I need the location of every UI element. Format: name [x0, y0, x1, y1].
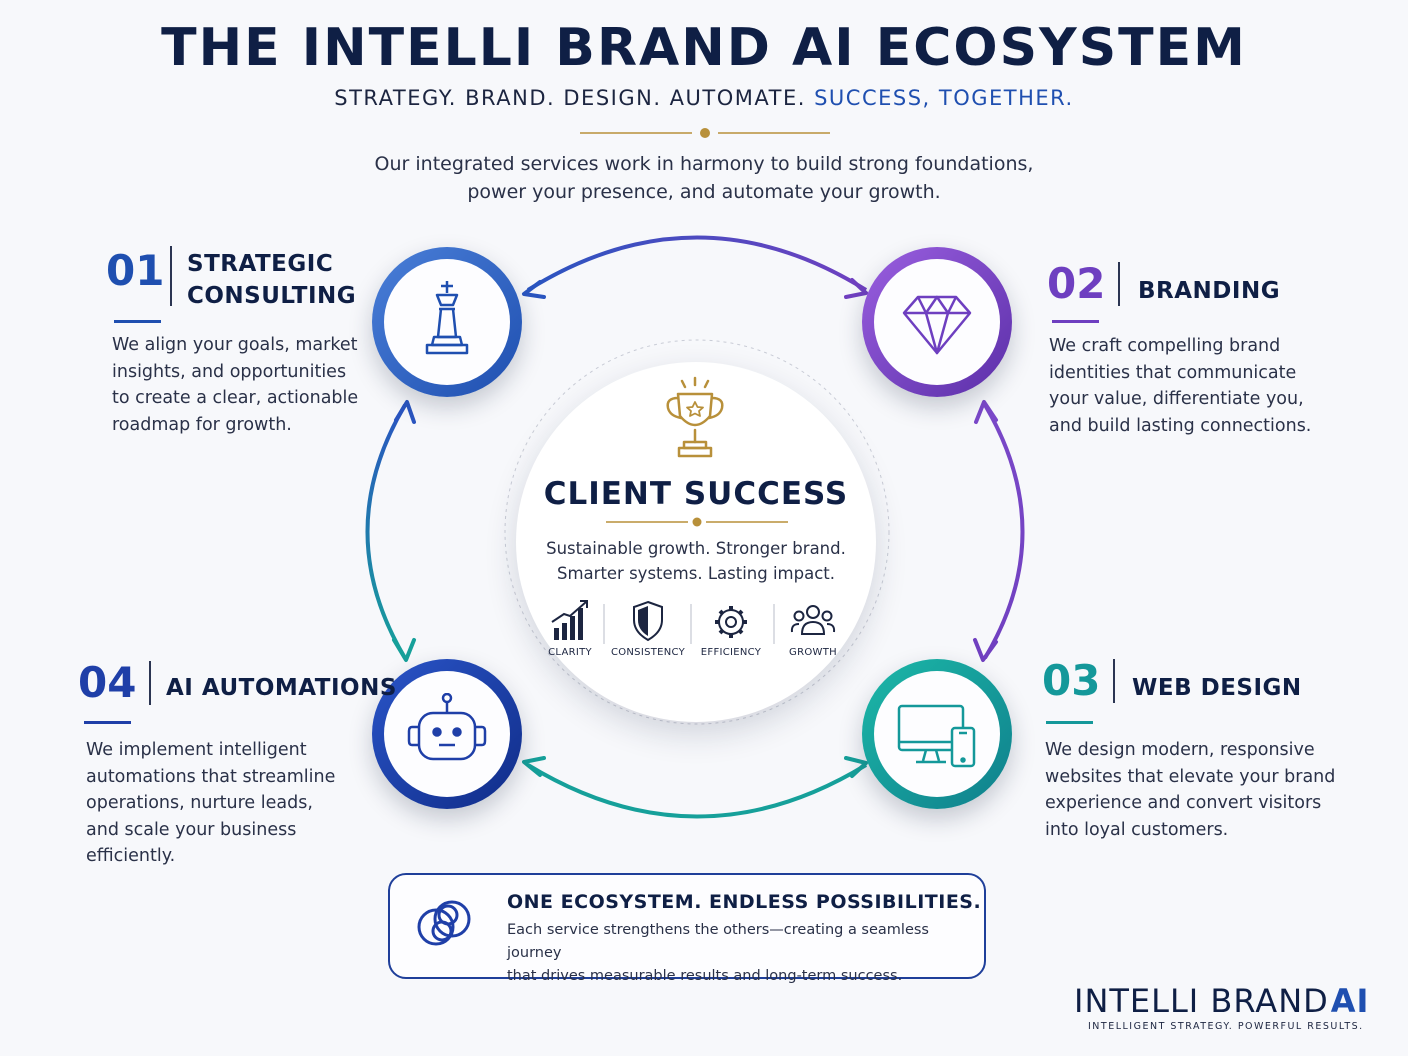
separator	[1113, 659, 1115, 703]
desc-line: to create a clear, actionable	[112, 388, 359, 408]
desc-line: operations, nurture leads,	[86, 793, 313, 813]
service-title-branding: BRANDING	[1138, 278, 1281, 304]
desc-line: We implement intelligent	[86, 740, 307, 760]
desc-line: We design modern, responsive	[1045, 740, 1315, 760]
client-success-hub	[516, 362, 876, 722]
node-branding	[862, 247, 1012, 397]
shield-icon	[633, 600, 663, 642]
client-success-divider	[606, 517, 788, 527]
node-web-design	[862, 659, 1012, 809]
client-success-subtitle: Sustainable growth. Stronger brand. Smar…	[516, 536, 876, 586]
gear-icon	[715, 606, 747, 638]
service-desc-ai-automations: We implement intelligent automations tha…	[86, 737, 335, 870]
banner-title: ONE ECOSYSTEM. ENDLESS POSSIBILITIES.	[507, 891, 982, 913]
diamond-icon	[902, 295, 972, 355]
service-desc-branding: We craft compelling brand identities tha…	[1049, 333, 1311, 439]
bar-chart-icon	[551, 600, 588, 640]
arc-consulting-branding	[526, 235, 868, 292]
desc-line: experience and convert visitors	[1045, 793, 1322, 813]
desc-line: into loyal customers.	[1045, 819, 1229, 840]
separator	[170, 246, 172, 306]
pillar-label: EFFICIENCY	[700, 647, 762, 658]
service-number: 02	[1047, 259, 1106, 308]
intro-line: Our integrated services work in harmony …	[374, 153, 1034, 175]
desc-line: identities that communicate	[1049, 362, 1297, 383]
service-title-web-design: WEB DESIGN	[1132, 675, 1302, 701]
ecosystem-banner	[388, 873, 986, 979]
header-divider	[580, 128, 830, 138]
service-desc-web-design: We design modern, responsive websites th…	[1045, 737, 1335, 843]
service-number: 04	[78, 658, 137, 707]
desc-line: efficiently.	[86, 846, 176, 866]
banner-line: Each service strengthens the others—crea…	[507, 922, 929, 961]
desc-line: insights, and opportunities	[112, 361, 347, 382]
accent-underline	[114, 320, 161, 323]
service-desc-strategic-consulting: We align your goals, market insights, an…	[112, 332, 358, 438]
tagline-main: STRATEGY. BRAND. DESIGN. AUTOMATE.	[334, 86, 806, 110]
accent-underline	[84, 721, 131, 724]
chess-king-icon	[425, 281, 469, 355]
people-icon	[790, 605, 836, 635]
arc-branding-webdesign	[983, 403, 1025, 660]
desc-line: and build lasting connections.	[1049, 415, 1312, 436]
desc-line: We craft compelling brand	[1049, 336, 1281, 356]
accent-underline	[1046, 721, 1093, 724]
pillar-label: CONSISTENCY	[610, 647, 686, 658]
node-ai-automations	[372, 659, 522, 809]
title-line: CONSULTING	[187, 283, 357, 309]
desc-line: automations that streamline	[86, 766, 336, 787]
brand-logo: INTELLI BRANDAI	[1074, 982, 1369, 1020]
arc-automations-webdesign	[526, 763, 868, 819]
service-title-strategic-consulting: STRATEGIC CONSULTING	[187, 248, 356, 312]
page-title: THE INTELLI BRAND AI ECOSYSTEM	[161, 18, 1247, 78]
banner-text: Each service strengthens the others—crea…	[507, 919, 977, 988]
intro-text: Our integrated services work in harmony …	[354, 150, 1054, 206]
pillar-label: GROWTH	[789, 647, 837, 658]
logo-mark: AI	[1330, 982, 1370, 1020]
tagline: STRATEGY. BRAND. DESIGN. AUTOMATE. SUCCE…	[0, 86, 1408, 110]
banner-line: that drives measurable results and long-…	[507, 968, 903, 984]
pillar-label: CLARITY	[548, 647, 592, 658]
desc-line: your value, differentiate you,	[1049, 389, 1304, 409]
logo-tagline: INTELLIGENT STRATEGY. POWERFUL RESULTS.	[1088, 1021, 1364, 1032]
logo-name: INTELLI BRAND	[1074, 982, 1329, 1020]
pillar-icons	[551, 600, 836, 644]
separator	[149, 661, 151, 705]
desc-line: websites that elevate your brand	[1045, 766, 1336, 787]
desc-line: We align your goals, market	[112, 335, 358, 355]
robot-icon	[407, 693, 487, 761]
devices-icon	[897, 704, 976, 768]
service-number: 01	[106, 246, 165, 295]
subtitle-line: Smarter systems. Lasting impact.	[557, 564, 835, 583]
accent-underline	[1052, 320, 1099, 323]
service-title-ai-automations: AI AUTOMATIONS	[166, 675, 397, 701]
intro-line: power your presence, and automate your g…	[467, 181, 941, 203]
subtitle-line: Sustainable growth. Stronger brand.	[546, 539, 846, 558]
arc-consulting-automations	[365, 403, 407, 660]
node-strategic-consulting	[372, 247, 522, 397]
trophy-icon	[666, 376, 724, 458]
service-number: 03	[1042, 656, 1101, 705]
client-success-title: CLIENT SUCCESS	[543, 476, 849, 512]
title-line: STRATEGIC	[187, 251, 334, 277]
desc-line: roadmap for growth.	[112, 414, 292, 435]
interlocked-rings-icon	[417, 900, 471, 946]
desc-line: and scale your business	[86, 819, 297, 840]
separator	[1118, 262, 1120, 306]
tagline-accent: SUCCESS, TOGETHER.	[814, 86, 1074, 110]
